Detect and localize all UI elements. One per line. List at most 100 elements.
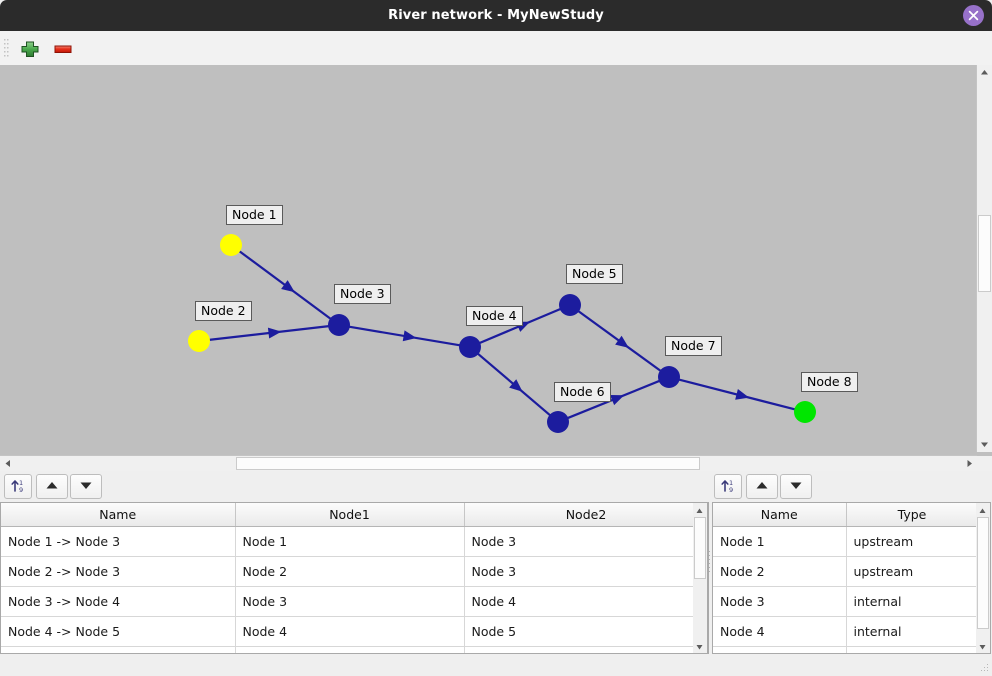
vertical-splitter[interactable] xyxy=(707,548,712,578)
node-label-node6[interactable]: Node 6 xyxy=(554,382,611,402)
table-cell[interactable]: upstream xyxy=(846,526,976,557)
reaches-scroll-up-button[interactable] xyxy=(693,503,706,517)
scrollbar-corner xyxy=(977,456,992,471)
network-node-node6[interactable] xyxy=(547,411,569,433)
network-canvas-area: Node 1 Node 2 Node 3 Node 4 Node 5 Node 6 Node… xyxy=(0,65,992,471)
sort-ascending-icon[interactable]: 1 9 xyxy=(714,474,742,499)
table-cell[interactable] xyxy=(464,646,708,653)
column-header-type[interactable]: Type xyxy=(846,503,976,527)
network-diagram[interactable]: Node 1 Node 2 Node 3 Node 4 Node 5 Node 6 Node… xyxy=(0,65,977,452)
network-node-node4[interactable] xyxy=(459,336,481,358)
table-cell[interactable]: internal xyxy=(846,616,976,647)
window-title: River network - MyNewStudy xyxy=(388,8,604,23)
sort-ascending-icon[interactable]: 1 9 xyxy=(4,474,32,499)
node-label-node4[interactable]: Node 4 xyxy=(466,306,523,326)
node-label-node3[interactable]: Node 3 xyxy=(334,284,391,304)
scroll-left-button[interactable] xyxy=(0,456,15,471)
reaches-table-scrollbar[interactable] xyxy=(693,502,708,654)
node-label-node2[interactable]: Node 2 xyxy=(195,301,252,321)
table-cell[interactable]: Node 2 xyxy=(713,556,847,587)
svg-text:1: 1 xyxy=(729,479,733,487)
table-cell[interactable]: Node 2 xyxy=(235,556,465,587)
table-cell[interactable] xyxy=(713,646,847,653)
node-label-node8[interactable]: Node 8 xyxy=(801,372,858,392)
nodes-scroll-thumb[interactable] xyxy=(977,517,989,629)
add-node-icon[interactable] xyxy=(18,39,42,59)
table-cell[interactable]: upstream xyxy=(846,556,976,587)
column-header-node1[interactable]: Node1 xyxy=(235,503,465,527)
node-label-node1[interactable]: Node 1 xyxy=(226,205,283,225)
scroll-right-button[interactable] xyxy=(962,456,977,471)
edge-arrowhead xyxy=(735,389,750,400)
svg-text:9: 9 xyxy=(19,486,23,494)
table-cell[interactable]: internal xyxy=(846,586,976,617)
canvas-horizontal-scrollbar[interactable] xyxy=(0,455,977,471)
table-row-empty[interactable] xyxy=(713,646,976,653)
network-node-node3[interactable] xyxy=(328,314,350,336)
scroll-up-button[interactable] xyxy=(977,65,992,80)
column-header-node2[interactable]: Node2 xyxy=(464,503,708,527)
table-row-empty[interactable] xyxy=(1,646,708,653)
move-up-button[interactable] xyxy=(36,474,68,499)
network-node-node1[interactable] xyxy=(220,234,242,256)
close-icon[interactable] xyxy=(963,5,984,26)
move-down-button[interactable] xyxy=(70,474,102,499)
table-cell[interactable]: Node 4 xyxy=(235,616,465,647)
table-cell[interactable]: Node 1 xyxy=(235,526,465,557)
scroll-down-button[interactable] xyxy=(977,437,992,452)
table-cell[interactable]: Node 4 xyxy=(464,586,708,617)
node-label-node5[interactable]: Node 5 xyxy=(566,264,623,284)
nodes-table-scrollbar[interactable] xyxy=(976,502,991,654)
table-cell[interactable]: Node 1 -> Node 3 xyxy=(1,526,236,557)
table-cell[interactable]: Node 4 -> Node 5 xyxy=(1,616,236,647)
table-cell[interactable]: Node 4 xyxy=(713,616,847,647)
column-header-name[interactable]: Name xyxy=(713,503,847,527)
table-cell[interactable] xyxy=(235,646,465,653)
canvas-hscroll-thumb[interactable] xyxy=(236,457,700,470)
network-node-node2[interactable] xyxy=(188,330,210,352)
table-cell[interactable]: Node 3 xyxy=(464,556,708,587)
reaches-scroll-thumb[interactable] xyxy=(694,517,706,579)
nodes-scroll-up-button[interactable] xyxy=(976,503,989,517)
toolbar-grip[interactable] xyxy=(4,39,9,57)
table-cell[interactable]: Node 3 xyxy=(464,526,708,557)
edge-arrowhead xyxy=(610,394,625,406)
move-up-button[interactable] xyxy=(746,474,778,499)
reaches-scroll-down-button[interactable] xyxy=(693,639,706,653)
main-toolbar xyxy=(0,31,992,66)
column-header-name[interactable]: Name xyxy=(1,503,236,527)
window-resize-grip[interactable] xyxy=(980,664,989,673)
table-cell[interactable]: Node 3 -> Node 4 xyxy=(1,586,236,617)
table-cell[interactable]: Node 3 xyxy=(713,586,847,617)
network-node-node7[interactable] xyxy=(658,366,680,388)
delete-node-icon[interactable] xyxy=(51,39,75,59)
titlebar: River network - MyNewStudy xyxy=(0,0,992,31)
table-cell[interactable]: Node 1 xyxy=(713,526,847,557)
node-label-node7[interactable]: Node 7 xyxy=(665,336,722,356)
move-down-button[interactable] xyxy=(780,474,812,499)
table-cell[interactable]: Node 5 xyxy=(464,616,708,647)
network-node-node5[interactable] xyxy=(559,294,581,316)
nodes-scroll-down-button[interactable] xyxy=(976,639,989,653)
table-cell[interactable] xyxy=(846,646,976,653)
network-node-node8[interactable] xyxy=(794,401,816,423)
canvas-vertical-scrollbar[interactable] xyxy=(976,65,992,452)
table-cell[interactable]: Node 2 -> Node 3 xyxy=(1,556,236,587)
table-cell[interactable] xyxy=(1,646,236,653)
canvas-vscroll-thumb[interactable] xyxy=(978,215,991,292)
table-cell[interactable]: Node 3 xyxy=(235,586,465,617)
